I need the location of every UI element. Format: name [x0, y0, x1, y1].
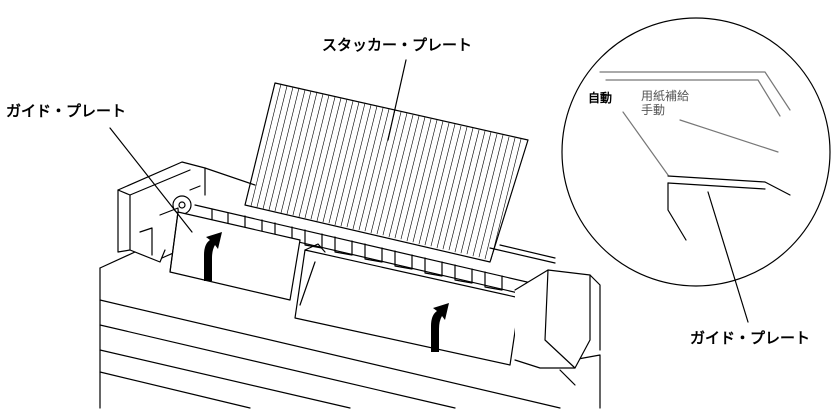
stacker-plate — [244, 82, 529, 263]
leader-lines — [109, 59, 749, 323]
guide-plate-left — [169, 211, 301, 301]
right-side-cover — [514, 269, 601, 386]
curved-arrow-icon — [204, 232, 222, 281]
guide-plate-left-label: ガイド・プレート — [6, 102, 127, 120]
guide-plate-right — [294, 243, 521, 366]
stacker-plate-label: スタッカー・プレート — [322, 36, 473, 54]
printer-body — [99, 251, 601, 409]
inset-manual-label: 手動 — [641, 103, 666, 117]
inset-paper-supply-label: 用紙補給 — [641, 89, 690, 103]
guide-plate-right-label: ガイド・プレート — [690, 329, 811, 347]
paper-feed-tractors — [194, 204, 541, 299]
inset-magnifier — [561, 17, 831, 287]
inset-auto-label: 自動 — [588, 91, 613, 105]
rear-housing — [204, 167, 556, 264]
curved-arrow-icon — [431, 303, 449, 352]
